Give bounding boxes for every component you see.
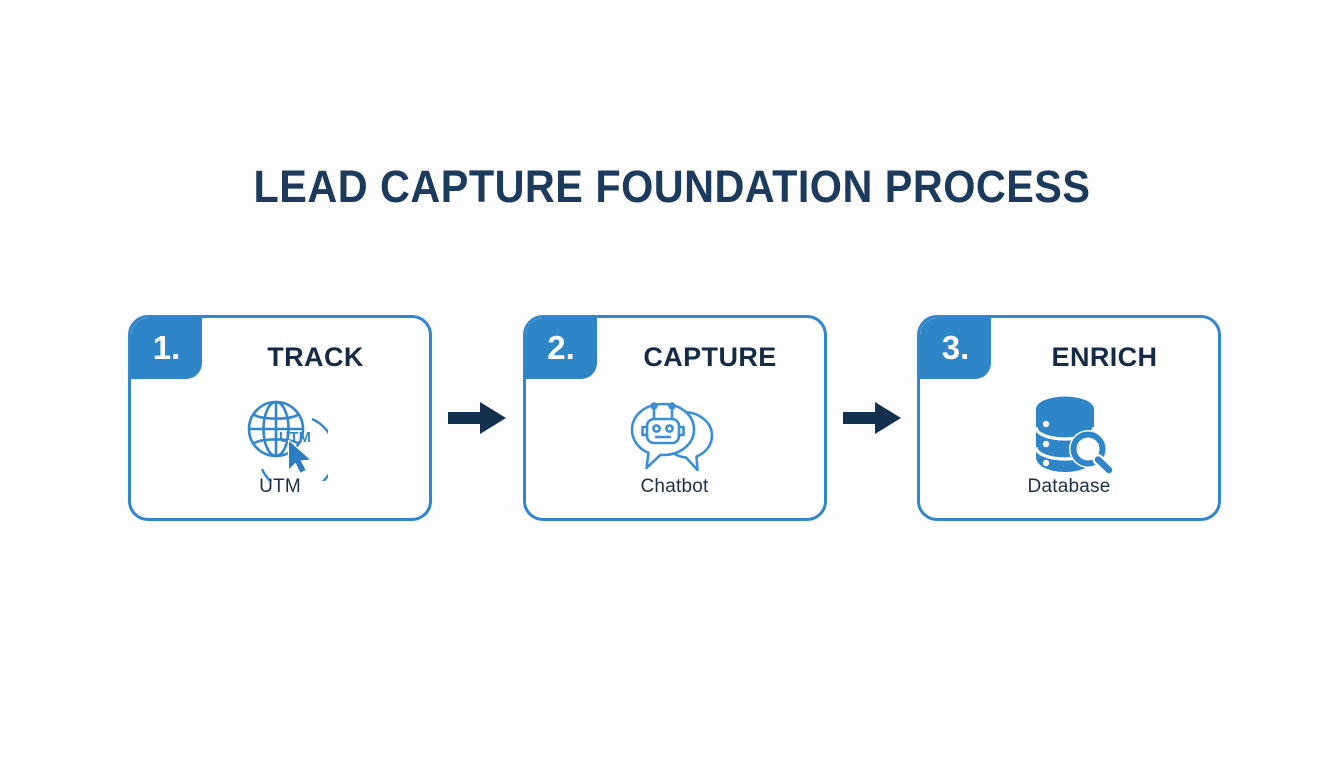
- process-flow: 1. TRACK UTM: [128, 315, 1221, 521]
- step-heading: TRACK: [267, 341, 364, 372]
- step-caption: Database: [1027, 476, 1111, 497]
- step-heading: ENRICH: [1051, 341, 1158, 372]
- step-caption: UTM: [259, 476, 301, 497]
- step-heading: CAPTURE: [643, 341, 777, 372]
- svg-text:UTM: UTM: [279, 430, 311, 446]
- step-number-badge: 3.: [920, 318, 991, 379]
- arrow-right-icon: [839, 396, 905, 440]
- step-number-badge: 1.: [131, 318, 202, 379]
- globe-utm-cursor-icon: UTM: [131, 390, 429, 481]
- step-card-capture[interactable]: 2. CAPTURE: [522, 315, 827, 521]
- step-card-track[interactable]: 1. TRACK UTM: [128, 315, 432, 521]
- database-magnifier-icon: [920, 390, 1218, 480]
- step-caption: Chatbot: [640, 476, 709, 497]
- chatbot-speech-bubble-icon: [526, 390, 824, 480]
- step-card-enrich[interactable]: 3. ENRICH: [917, 315, 1221, 521]
- page-title: LEAD CAPTURE FOUNDATION PROCESS: [253, 161, 1091, 212]
- arrow-right-icon: [444, 396, 510, 440]
- step-number-badge: 2.: [525, 318, 597, 379]
